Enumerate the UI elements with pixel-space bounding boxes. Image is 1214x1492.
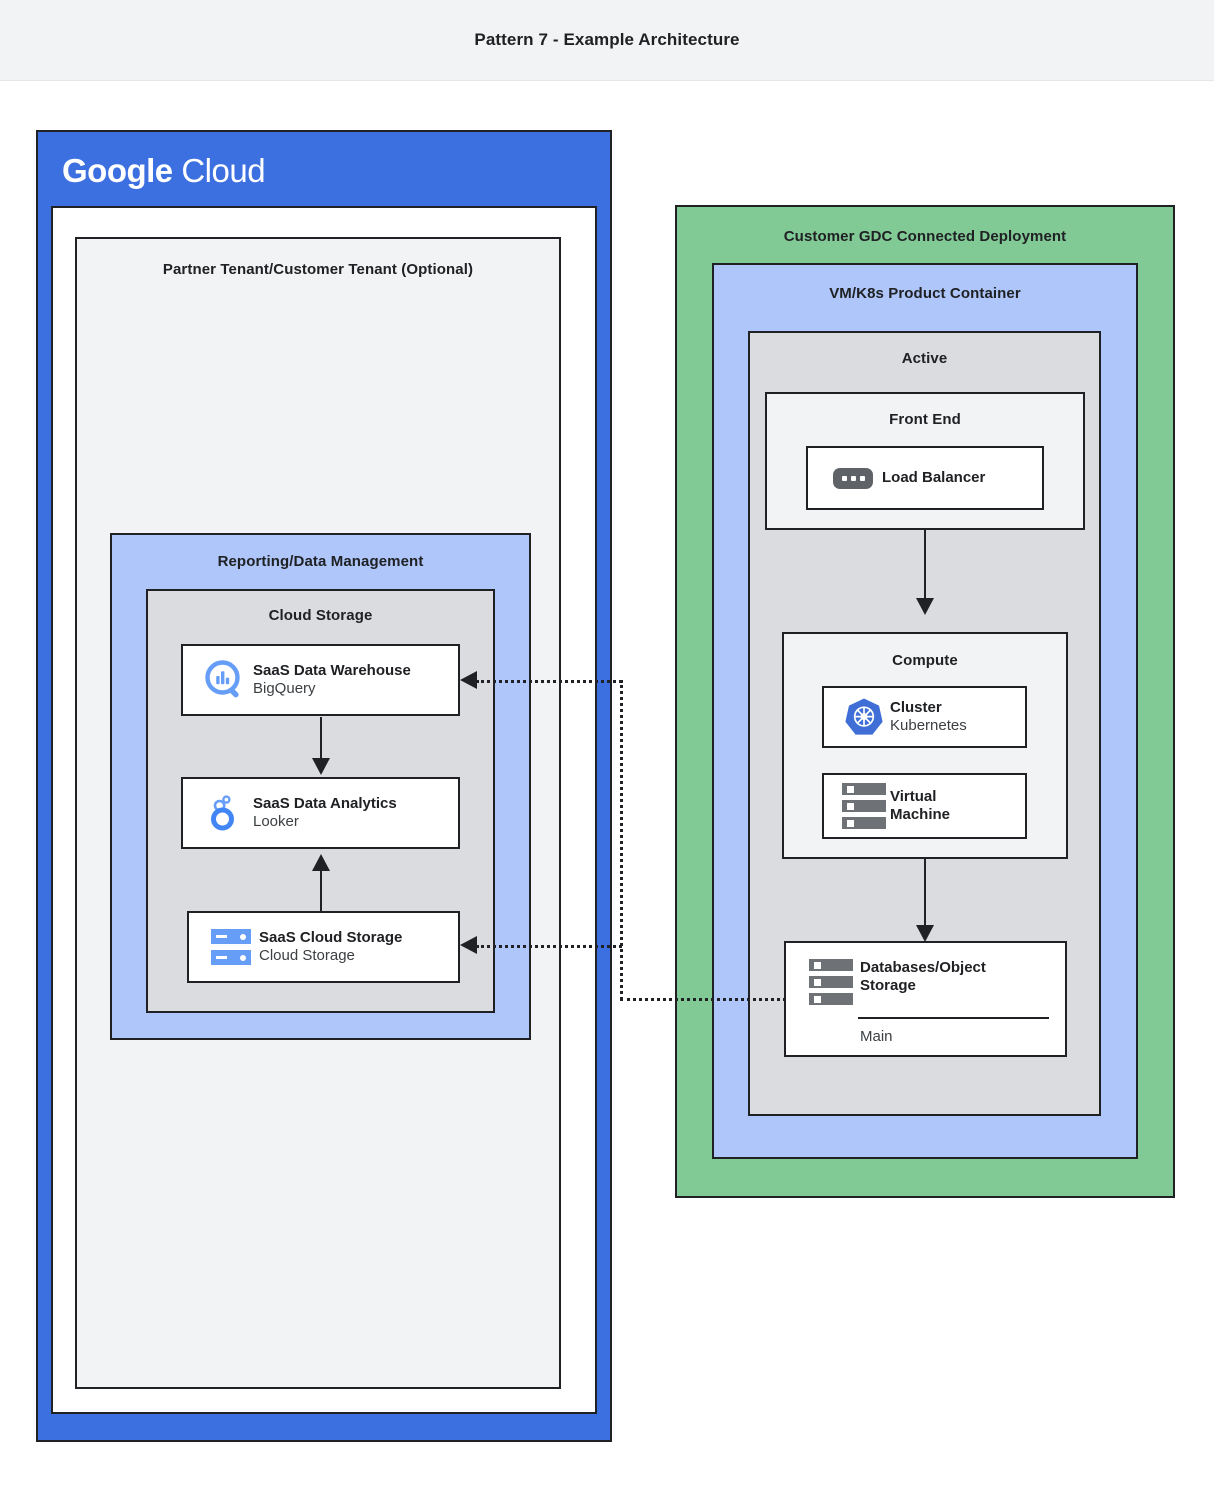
node-cluster-title: Cluster [890, 698, 942, 716]
virtual-machine-icon [838, 783, 890, 829]
node-cluster-labels: Cluster Kubernetes [890, 699, 1025, 736]
cloud-storage-group-label: Cloud Storage [268, 607, 373, 624]
arrow-bigquery-to-looker-line [320, 717, 322, 762]
arrow-bigquery-to-looker-head [312, 758, 330, 775]
google-cloud-logo-cloud: Cloud [181, 152, 266, 189]
node-saas-cloud-storage-subtitle: Cloud Storage [259, 947, 355, 964]
arrow-frontend-to-compute-line [924, 530, 926, 602]
node-saas-data-analytics-labels: SaaS Data Analytics Looker [253, 795, 458, 832]
page-title: Pattern 7 - Example Architecture [474, 30, 740, 49]
looker-icon [197, 792, 253, 834]
connector-to-bigquery-head [460, 671, 477, 689]
node-saas-cloud-storage[interactable]: SaaS Cloud Storage Cloud Storage [187, 911, 460, 983]
database-icon [802, 959, 860, 1005]
google-cloud-logo-google: Google [62, 152, 173, 189]
node-databases-object-storage[interactable]: Databases/Object Storage Main [784, 941, 1067, 1057]
arrow-frontend-to-compute-head [916, 598, 934, 615]
node-databases-divider [858, 1017, 1049, 1019]
node-virtual-machine[interactable]: Virtual Machine [822, 773, 1027, 839]
node-databases-title-line1: Databases/Object [860, 959, 986, 976]
node-saas-cloud-storage-title: SaaS Cloud Storage [259, 928, 403, 946]
title-bar: Pattern 7 - Example Architecture [0, 0, 1214, 81]
customer-gdc-deployment-label: Customer GDC Connected Deployment [783, 228, 1067, 245]
node-load-balancer-labels: Load Balancer [882, 469, 1042, 487]
node-saas-data-analytics[interactable]: SaaS Data Analytics Looker [181, 777, 460, 849]
connector-trunk-vertical [620, 680, 623, 1000]
node-saas-cloud-storage-labels: SaaS Cloud Storage Cloud Storage [259, 929, 458, 966]
connector-from-database-line [620, 998, 786, 1001]
arrow-compute-to-database-line [924, 859, 926, 931]
connector-to-cloud-storage-line [476, 945, 622, 948]
node-saas-data-warehouse-subtitle: BigQuery [253, 680, 316, 697]
node-databases-labels: Databases/Object Storage [860, 959, 1065, 996]
node-load-balancer-title: Load Balancer [882, 468, 986, 486]
node-saas-data-analytics-title: SaaS Data Analytics [253, 794, 397, 812]
node-cluster[interactable]: Cluster Kubernetes [822, 686, 1027, 748]
load-balancer-icon [824, 467, 882, 489]
google-cloud-logo: Google Cloud [62, 152, 266, 190]
node-cluster-subtitle: Kubernetes [890, 717, 967, 734]
arrow-cloud-storage-to-looker-head [312, 854, 330, 871]
node-saas-data-warehouse-labels: SaaS Data Warehouse BigQuery [253, 662, 458, 699]
node-virtual-machine-labels: Virtual Machine [890, 788, 1025, 825]
connector-to-bigquery-line [476, 680, 622, 683]
node-saas-data-warehouse[interactable]: SaaS Data Warehouse BigQuery [181, 644, 460, 716]
node-databases-top-row: Databases/Object Storage [786, 943, 1065, 1005]
kubernetes-icon [838, 696, 890, 738]
partner-tenant-label: Partner Tenant/Customer Tenant (Optional… [162, 261, 474, 278]
vm-k8s-product-container-label: VM/K8s Product Container [829, 285, 1021, 302]
compute-group-label: Compute [892, 652, 958, 669]
node-virtual-machine-title-line1: Virtual [890, 787, 937, 805]
bigquery-icon [197, 659, 253, 701]
active-group-label: Active [901, 350, 948, 367]
reporting-data-management-label: Reporting/Data Management [217, 553, 424, 570]
node-saas-data-warehouse-title: SaaS Data Warehouse [253, 661, 411, 679]
cloud-storage-icon [203, 929, 259, 965]
node-load-balancer[interactable]: Load Balancer [806, 446, 1044, 510]
arrow-cloud-storage-to-looker-line [320, 862, 322, 912]
node-saas-data-analytics-subtitle: Looker [253, 813, 299, 830]
front-end-group-label: Front End [889, 411, 961, 428]
connector-to-cloud-storage-head [460, 936, 477, 954]
node-virtual-machine-title-line2: Machine [890, 806, 951, 823]
arrow-compute-to-database-head [916, 925, 934, 942]
node-databases-footer: Main [860, 1028, 893, 1045]
node-databases-title-line2: Storage [860, 977, 916, 995]
